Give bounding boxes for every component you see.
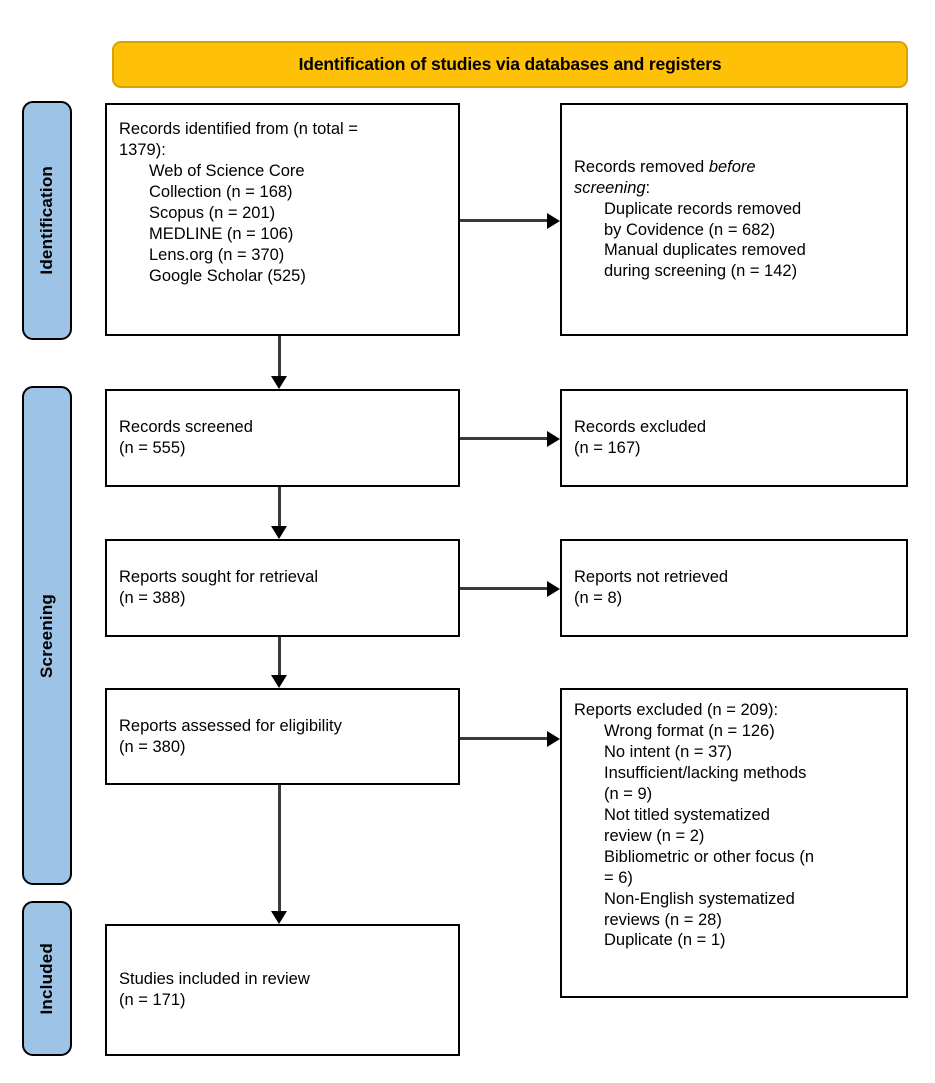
arrow-head bbox=[270, 526, 287, 539]
box-line: review (n = 2) bbox=[604, 826, 705, 845]
box-line: No intent (n = 37) bbox=[604, 742, 732, 761]
box-line: Duplicate records removed bbox=[604, 199, 802, 218]
box-reports-not-retrieved: Reports not retrieved (n = 8) bbox=[560, 539, 908, 637]
arrow-head bbox=[270, 675, 287, 688]
arrow-shaft bbox=[278, 637, 281, 676]
box-line: Records excluded bbox=[574, 418, 707, 437]
box-records-removed-before-screening: Records removed before screening: Duplic… bbox=[560, 103, 908, 336]
box-line: Web of Science Core bbox=[149, 161, 305, 180]
arrow-shaft bbox=[278, 336, 281, 377]
arrow-head bbox=[270, 911, 287, 924]
arrow-shaft bbox=[278, 487, 281, 527]
box-line: Reports assessed for eligibility bbox=[119, 716, 342, 735]
box-line: screening: bbox=[574, 178, 896, 199]
box-studies-included-in-review: Studies included in review (n = 171) bbox=[105, 924, 460, 1056]
box-line: Not titled systematized bbox=[604, 805, 770, 824]
box-line: Reports sought for retrieval bbox=[119, 568, 319, 587]
box-line: Reports not retrieved bbox=[574, 568, 729, 587]
box-line: = 6) bbox=[604, 868, 633, 887]
box-line: Reports excluded (n = 209): bbox=[574, 701, 779, 719]
box-records-screened: Records screened (n = 555) bbox=[105, 389, 460, 487]
box-line: Google Scholar (525) bbox=[149, 266, 306, 285]
box-line: (n = 167) bbox=[574, 439, 641, 457]
box-line: Wrong format (n = 126) bbox=[604, 721, 775, 740]
arrow-shaft bbox=[460, 737, 547, 740]
arrow-shaft bbox=[278, 785, 281, 912]
stage-identification-text: Identification bbox=[37, 166, 56, 275]
box-reports-excluded-reasons: Reports excluded (n = 209): Wrong format… bbox=[560, 688, 908, 998]
box-line: Collection (n = 168) bbox=[149, 182, 293, 201]
box-line: Non-English systematized bbox=[604, 889, 795, 908]
box-line-text: : bbox=[645, 178, 651, 197]
box-line: (n = 555) bbox=[119, 439, 186, 457]
box-line: Bibliometric or other focus (n bbox=[604, 847, 814, 866]
box-records-identified: Records identified from (n total = 1379)… bbox=[105, 103, 460, 336]
arrow-shaft bbox=[460, 587, 547, 590]
diagram-banner-title: Identification of studies via databases … bbox=[112, 41, 908, 88]
box-reports-sought-for-retrieval: Reports sought for retrieval (n = 388) bbox=[105, 539, 460, 637]
box-line: (n = 380) bbox=[119, 737, 186, 756]
box-line: MEDLINE (n = 106) bbox=[149, 224, 294, 243]
box-line: Manual duplicates removed bbox=[604, 241, 806, 260]
box-records-excluded: Records excluded (n = 167) bbox=[560, 389, 908, 487]
arrow-head bbox=[547, 430, 560, 447]
arrow-head bbox=[547, 730, 560, 747]
arrow-head bbox=[547, 580, 560, 597]
box-reports-assessed-for-eligibility: Reports assessed for eligibility (n = 38… bbox=[105, 688, 460, 785]
box-line: (n = 171) bbox=[119, 991, 186, 1009]
arrow-shaft bbox=[460, 219, 547, 222]
box-line: Studies included in review bbox=[119, 970, 310, 989]
box-line: Duplicate (n = 1) bbox=[604, 931, 726, 950]
box-line: Records removed before bbox=[574, 157, 896, 178]
box-line: (n = 388) bbox=[119, 589, 186, 607]
box-line: reviews (n = 28) bbox=[604, 910, 722, 929]
box-line: Records identified from (n total = bbox=[119, 120, 358, 138]
box-line: Lens.org (n = 370) bbox=[149, 245, 285, 264]
box-line: Records screened bbox=[119, 418, 253, 437]
box-line-text: Records removed bbox=[574, 157, 709, 176]
banner-label: Identification of studies via databases … bbox=[298, 54, 722, 74]
box-line: during screening (n = 142) bbox=[604, 262, 798, 281]
stage-label-identification: Identification bbox=[22, 101, 72, 340]
box-line: (n = 9) bbox=[604, 784, 653, 803]
box-line: 1379): bbox=[119, 140, 166, 159]
box-line-emphasis: before bbox=[708, 157, 756, 176]
box-line: by Covidence (n = 682) bbox=[604, 220, 776, 239]
stage-label-included: Included bbox=[22, 901, 72, 1056]
box-line: Insufficient/lacking methods bbox=[604, 763, 807, 782]
box-line-emphasis: screening bbox=[574, 178, 646, 197]
box-line: (n = 8) bbox=[574, 589, 623, 607]
stage-label-screening: Screening bbox=[22, 386, 72, 885]
box-line: Scopus (n = 201) bbox=[149, 203, 276, 222]
stage-included-text: Included bbox=[37, 942, 56, 1015]
arrow-head bbox=[547, 212, 560, 229]
arrow-shaft bbox=[460, 437, 547, 440]
arrow-head bbox=[270, 376, 287, 389]
stage-screening-text: Screening bbox=[37, 593, 56, 678]
